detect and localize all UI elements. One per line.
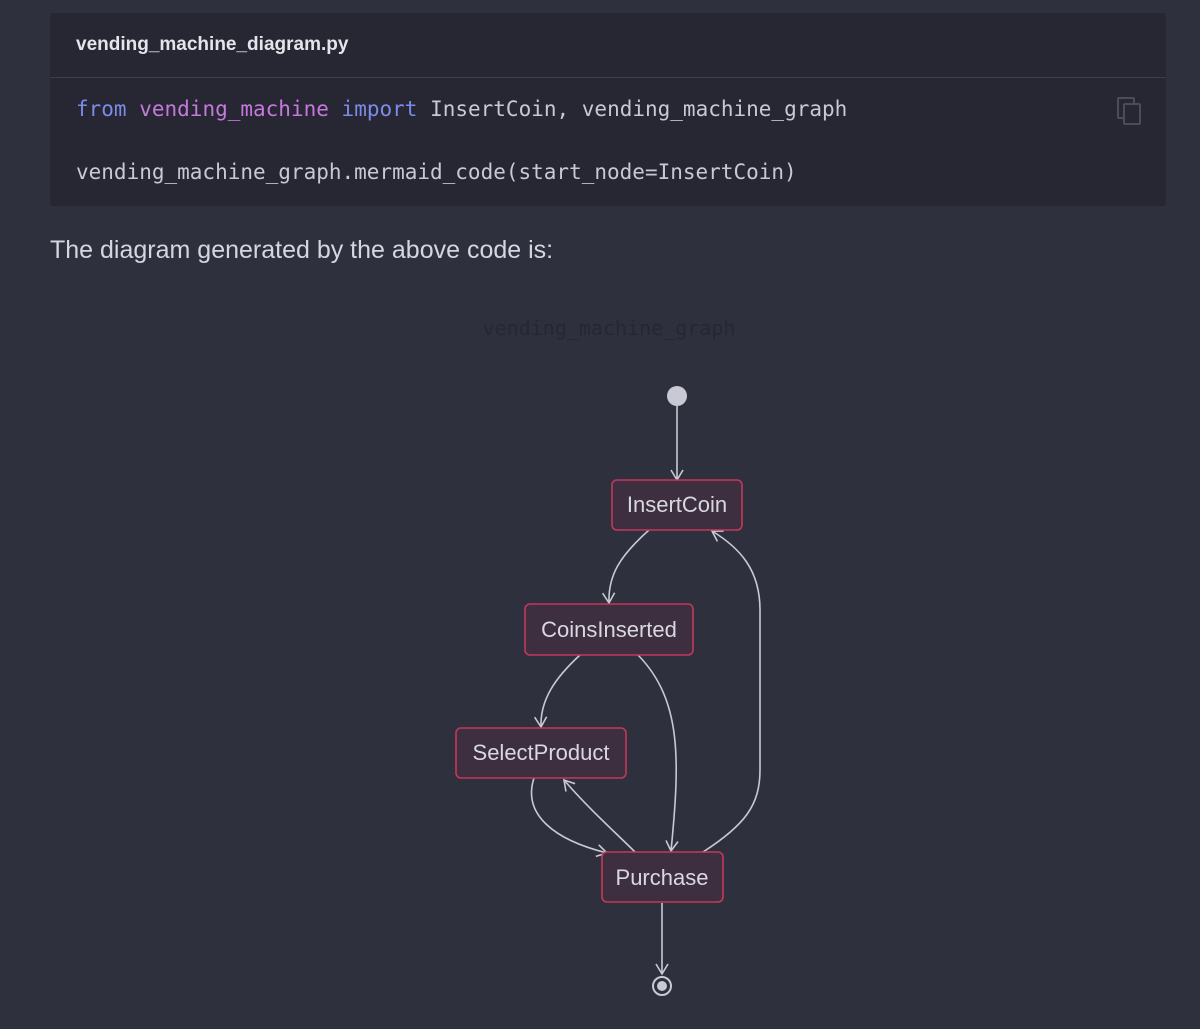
import-names: InsertCoin, vending_machine_graph (430, 97, 848, 121)
node-coinsinserted-label: CoinsInserted (541, 617, 677, 642)
module-name: vending_machine (139, 97, 329, 121)
edge-insertcoin-coinsinserted (601, 529, 650, 605)
node-coinsinserted: CoinsInserted (524, 603, 694, 656)
code-line-2: vending_machine_graph.mermaid_code(start… (76, 160, 797, 184)
copy-icon (1117, 97, 1141, 125)
node-selectproduct-label: SelectProduct (473, 740, 610, 765)
code-block: vending_machine_diagram.py from vending_… (50, 13, 1166, 206)
node-purchase-label: Purchase (616, 865, 709, 890)
edge-coinsinserted-selectproduct (533, 654, 581, 729)
node-insertcoin: InsertCoin (611, 479, 743, 531)
edge-selectproduct-purchase (530, 777, 609, 858)
diagram-caption: The diagram generated by the above code … (50, 236, 554, 264)
edge-purchase-insertcoin (702, 530, 761, 853)
edges (530, 406, 761, 976)
edge-purchase-selectproduct (562, 778, 636, 853)
end-state-core (657, 981, 667, 991)
keyword-from: from (76, 97, 127, 121)
end-state-icon (652, 976, 672, 996)
node-insertcoin-label: InsertCoin (627, 492, 727, 517)
code-header: vending_machine_diagram.py (50, 13, 1166, 78)
diagram-title: vending_machine_graph (483, 316, 736, 340)
edge-coinsinserted-purchase (637, 654, 679, 853)
code-line-1: from vending_machine import InsertCoin, … (76, 97, 847, 121)
node-purchase: Purchase (601, 851, 724, 903)
keyword-import: import (341, 97, 418, 121)
start-state-icon (667, 386, 687, 406)
copy-button[interactable] (1116, 96, 1144, 128)
code-filename: vending_machine_diagram.py (76, 34, 349, 55)
node-selectproduct: SelectProduct (455, 727, 627, 779)
